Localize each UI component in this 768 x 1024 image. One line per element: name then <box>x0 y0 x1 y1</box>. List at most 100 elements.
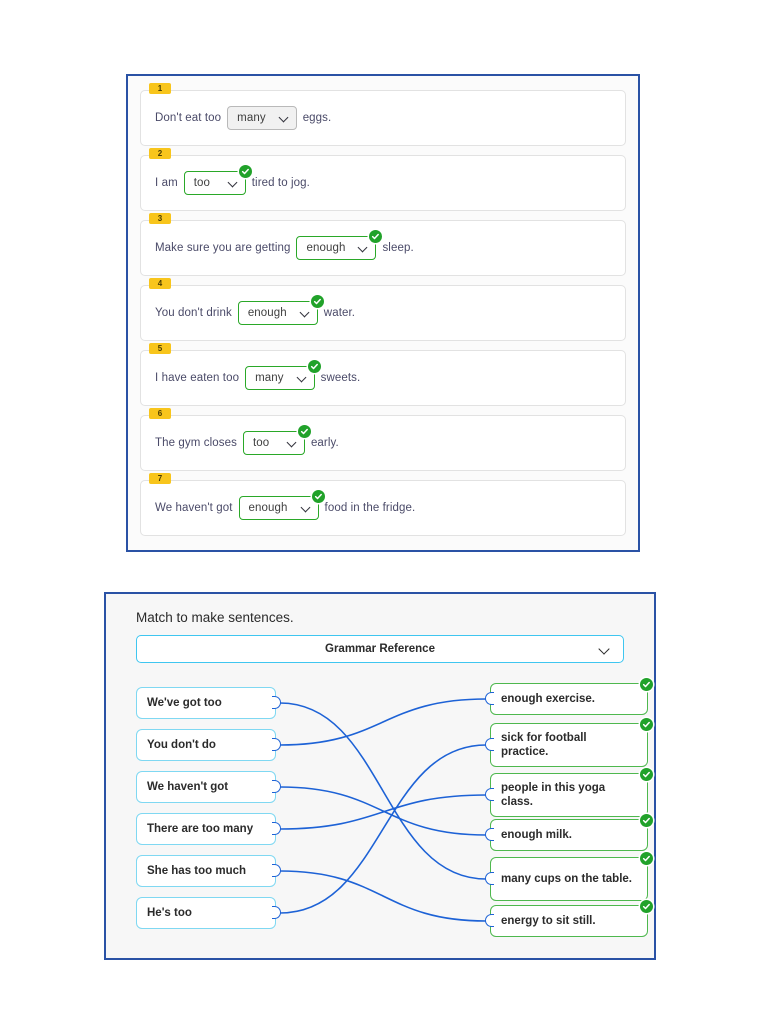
correct-check-icon <box>640 814 653 827</box>
match-left-label: She has too much <box>147 865 247 877</box>
question-number-badge: 6 <box>149 408 171 419</box>
match-left-card[interactable]: She has too much <box>136 855 281 887</box>
sentence-text-before: We haven't got <box>155 502 233 514</box>
sentence-text-before: You don't drink <box>155 307 232 319</box>
chevron-down-icon <box>298 374 307 383</box>
answer-select[interactable]: too <box>183 171 246 195</box>
match-right-card[interactable]: people in this yoga class. <box>485 768 653 817</box>
connector-node[interactable] <box>272 696 281 709</box>
sentence-text-after: tired to jog. <box>251 177 310 189</box>
answer-select[interactable]: enough <box>238 496 319 520</box>
chevron-down-icon <box>302 504 311 513</box>
match-right-card[interactable]: many cups on the table. <box>485 852 653 901</box>
answer-select-value: many <box>237 112 266 124</box>
sentence-text-after: early. <box>310 437 339 449</box>
sentence-text-after: food in the fridge. <box>324 502 416 514</box>
match-right-label: many cups on the table. <box>501 873 632 885</box>
match-left-card[interactable]: We've got too <box>136 687 281 719</box>
answer-select-wrapper: many <box>245 360 321 390</box>
answer-select-wrapper: enough <box>238 490 325 520</box>
answer-select-wrapper: enough <box>296 230 383 260</box>
match-left-label: There are too many <box>147 823 254 835</box>
connector-node[interactable] <box>272 864 281 877</box>
matching-exercise-panel: Match to make sentences. Grammar Referen… <box>104 592 656 960</box>
answer-select-value: too <box>193 177 211 189</box>
connector-node[interactable] <box>485 738 494 751</box>
match-left-card[interactable]: We haven't got <box>136 771 281 803</box>
answer-select[interactable]: many <box>245 366 315 390</box>
match-left-card[interactable]: You don't do <box>136 729 281 761</box>
sentence-text-before: The gym closes <box>155 437 237 449</box>
gap-fill-question-card: 5 I have eaten too many sweets. <box>140 343 626 406</box>
connector-node[interactable] <box>485 914 494 927</box>
answer-select-wrapper: many <box>227 106 297 130</box>
connection-line <box>279 794 487 830</box>
match-right-label: enough milk. <box>501 829 572 841</box>
match-left-label: He's too <box>147 907 192 919</box>
match-right-card[interactable]: sick for football practice. <box>485 718 653 767</box>
question-number-badge: 1 <box>149 83 171 94</box>
match-right-label: enough exercise. <box>501 693 595 705</box>
connection-line <box>279 698 487 746</box>
connection-line <box>279 702 487 880</box>
grammar-reference-accordion[interactable]: Grammar Reference <box>136 635 624 663</box>
match-right-label: energy to sit still. <box>501 915 596 927</box>
sentence-text-before: Don't eat too <box>155 112 222 124</box>
question-number-badge: 7 <box>149 473 171 484</box>
question-number-badge: 2 <box>149 148 171 159</box>
connector-node[interactable] <box>272 906 281 919</box>
correct-check-icon <box>640 768 653 781</box>
correct-check-icon <box>310 295 324 308</box>
connector-node[interactable] <box>272 738 281 751</box>
match-right-card[interactable]: enough exercise. <box>485 678 653 715</box>
correct-check-icon <box>369 230 383 243</box>
question-number-badge: 5 <box>149 343 171 354</box>
connection-line <box>279 870 487 922</box>
answer-select-value: too <box>252 437 270 449</box>
answer-select-value: enough <box>248 502 288 514</box>
connector-node[interactable] <box>485 872 494 885</box>
answer-select[interactable]: too <box>242 431 305 455</box>
connector-node[interactable] <box>272 822 281 835</box>
answer-select-value: many <box>255 372 284 384</box>
connection-line <box>279 786 487 836</box>
correct-check-icon <box>640 718 653 731</box>
chevron-down-icon <box>301 309 310 318</box>
chevron-down-icon <box>288 439 297 448</box>
match-instruction: Match to make sentences. <box>136 610 294 625</box>
connection-line <box>279 744 487 914</box>
sentence-text-before: I have eaten too <box>155 372 240 384</box>
match-right-card[interactable]: energy to sit still. <box>485 900 653 937</box>
connector-node[interactable] <box>272 780 281 793</box>
match-right-card[interactable]: enough milk. <box>485 814 653 851</box>
connector-node[interactable] <box>485 692 494 705</box>
grammar-reference-label: Grammar Reference <box>325 643 435 655</box>
sentence-text-after: sweets. <box>320 372 361 384</box>
sentence-text-after: sleep. <box>382 242 414 254</box>
correct-check-icon <box>297 425 311 438</box>
answer-select-wrapper: too <box>183 165 252 195</box>
correct-check-icon <box>640 852 653 865</box>
answer-select-value: enough <box>306 242 346 254</box>
answer-select[interactable]: enough <box>296 236 377 260</box>
match-left-card[interactable]: There are too many <box>136 813 281 845</box>
connector-node[interactable] <box>485 788 494 801</box>
answer-select[interactable]: enough <box>237 301 318 325</box>
match-right-label: sick for football practice. <box>501 732 587 758</box>
sentence-text-after: eggs. <box>302 112 332 124</box>
match-left-card[interactable]: He's too <box>136 897 281 929</box>
answer-select-wrapper: too <box>242 425 311 455</box>
correct-check-icon <box>311 490 325 503</box>
answer-select[interactable]: many <box>227 106 297 130</box>
connector-node[interactable] <box>485 828 494 841</box>
chevron-down-icon <box>359 244 368 253</box>
